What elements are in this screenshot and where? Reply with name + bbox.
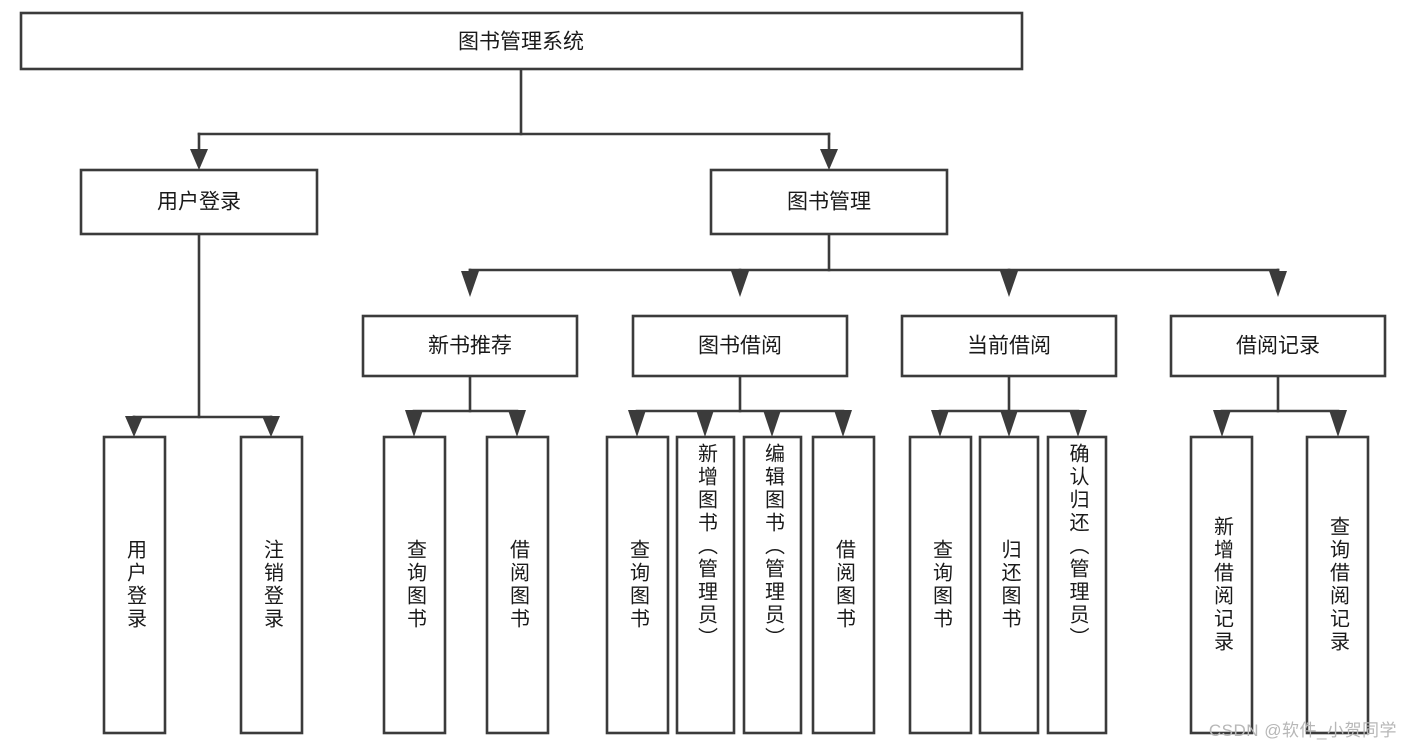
- arrow-head-icon: [1069, 410, 1087, 437]
- connector-userlogin-to-leaves: [125, 232, 280, 437]
- arrow-head-icon: [834, 410, 852, 437]
- node-current-borrow-label: 当前借阅: [967, 335, 1051, 358]
- arrow-head-icon: [1269, 271, 1287, 297]
- leaf-node-borrow-book-1[interactable]: [485, 435, 550, 735]
- arrow-head-icon: [125, 416, 143, 437]
- connector-bookborrow-to-leaves: [628, 374, 852, 437]
- arrow-head-icon: [1000, 271, 1018, 297]
- leaf-node-borrow-book-2[interactable]: [811, 435, 876, 735]
- arrow-head-icon: [508, 410, 526, 437]
- arrow-head-icon: [190, 149, 208, 170]
- leaf-node-query-book-1[interactable]: [382, 435, 447, 735]
- leaf-node-query-record[interactable]: [1305, 435, 1370, 735]
- node-root[interactable]: [19, 11, 1024, 71]
- leaf-node-add-book[interactable]: [675, 435, 736, 735]
- node-borrow-record-label: 借阅记录: [1236, 335, 1320, 358]
- arrow-head-icon: [763, 410, 781, 437]
- watermark-text: CSDN @软件_小贺同学: [1208, 721, 1397, 740]
- leaf-node-user-login[interactable]: [102, 435, 167, 735]
- connector-newbookrec-to-leaves: [405, 374, 526, 437]
- node-current-borrow[interactable]: [900, 314, 1118, 378]
- node-new-book-rec[interactable]: [361, 314, 579, 378]
- leaf-node-return-book[interactable]: [978, 435, 1040, 735]
- node-new-book-rec-label: 新书推荐: [428, 335, 512, 358]
- node-book-manage[interactable]: [709, 168, 949, 236]
- node-root-label: 图书管理系统: [458, 31, 584, 54]
- arrow-head-icon: [931, 410, 949, 437]
- node-user-login[interactable]: [79, 168, 319, 236]
- connector-root-to-level2: [190, 67, 838, 170]
- arrow-head-icon: [696, 410, 714, 437]
- connector-borrowrecord-to-leaves: [1213, 374, 1347, 437]
- arrow-head-icon: [1213, 410, 1231, 437]
- leaf-node-query-book-2[interactable]: [605, 435, 670, 735]
- arrow-head-icon: [731, 271, 749, 297]
- arrow-head-icon: [262, 416, 280, 437]
- node-borrow-record[interactable]: [1169, 314, 1387, 378]
- arrow-head-icon: [461, 271, 479, 297]
- connector-currentborrow-to-leaves: [931, 374, 1087, 437]
- leaf-node-confirm-return[interactable]: [1046, 435, 1108, 735]
- leaf-node-edit-book[interactable]: [742, 435, 803, 735]
- arrow-head-icon: [405, 410, 423, 437]
- arrow-head-icon: [1000, 410, 1018, 437]
- leaf-node-user-logout[interactable]: [239, 435, 304, 735]
- leaf-node-query-book-3[interactable]: [908, 435, 973, 735]
- node-book-borrow-label: 图书借阅: [698, 335, 782, 358]
- connector-bookmanage-to-level3: [461, 232, 1287, 297]
- node-user-login-label: 用户登录: [157, 191, 241, 214]
- node-book-manage-label: 图书管理: [787, 191, 871, 214]
- arrow-head-icon: [1329, 410, 1347, 437]
- node-book-borrow[interactable]: [631, 314, 849, 378]
- arrow-head-icon: [820, 149, 838, 170]
- arrow-head-icon: [628, 410, 646, 437]
- leaf-node-add-record[interactable]: [1189, 435, 1254, 735]
